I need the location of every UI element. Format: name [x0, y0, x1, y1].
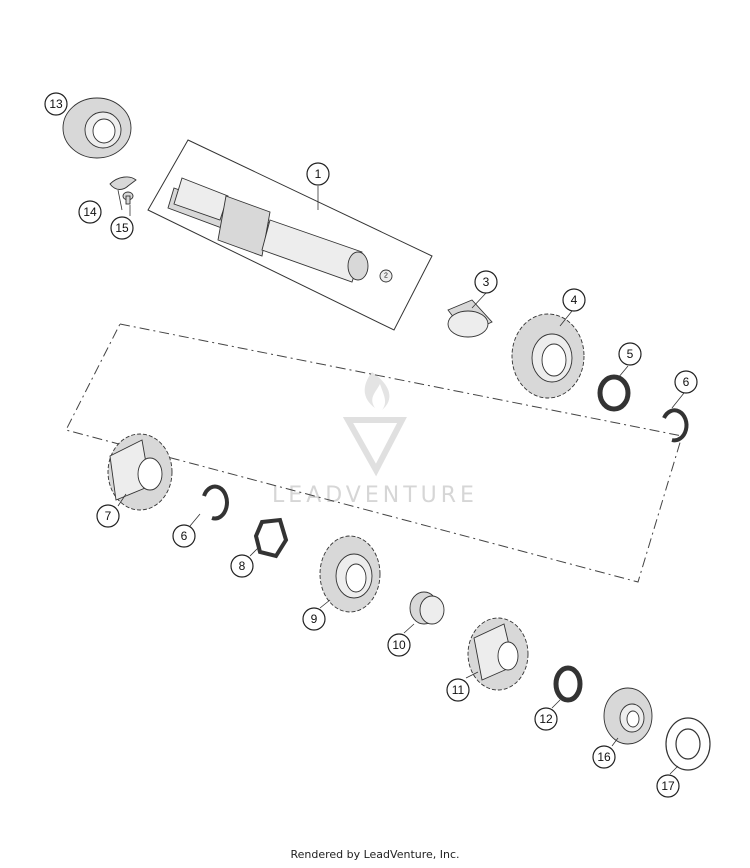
- callout-7-label: 7: [105, 509, 112, 523]
- callout-14[interactable]: 14: [78, 200, 102, 224]
- callout-12-label: 12: [539, 712, 553, 726]
- callout-4[interactable]: 4: [562, 288, 586, 312]
- circlip-part-6-top: [662, 408, 689, 443]
- callout-6-lower[interactable]: 6: [172, 524, 196, 548]
- callout-16[interactable]: 16: [592, 745, 616, 769]
- gear-part-9: [319, 535, 381, 613]
- callout-8[interactable]: 8: [230, 554, 254, 578]
- callout-9-label: 9: [311, 612, 318, 626]
- callout-4-label: 4: [571, 293, 578, 307]
- callout-16-label: 16: [597, 750, 611, 764]
- callout-1-label: 1: [315, 167, 322, 181]
- callout-1[interactable]: 1: [306, 162, 330, 186]
- callout-5[interactable]: 5: [618, 342, 642, 366]
- callout-2-label: 2: [384, 273, 388, 280]
- callout-3[interactable]: 3: [474, 270, 498, 294]
- callout-11-label: 11: [452, 683, 465, 697]
- needle-bearing-part-10: [409, 591, 445, 625]
- callout-7[interactable]: 7: [96, 504, 120, 528]
- shaft-frame: [147, 139, 433, 331]
- callout-2[interactable]: 2: [384, 273, 388, 280]
- callout-17[interactable]: 17: [656, 774, 680, 798]
- callout-17-label: 17: [661, 779, 675, 793]
- callout-10-label: 10: [392, 638, 406, 652]
- shim-part-17: [665, 717, 711, 771]
- washer-part-8: [253, 517, 289, 559]
- callout-5-label: 5: [627, 347, 634, 361]
- callout-15-label: 15: [115, 221, 129, 235]
- main-shaft-part-1: [167, 177, 393, 283]
- washer-part-12: [553, 665, 583, 703]
- watermark-text: LEADVENTURE: [272, 483, 478, 508]
- bearing-part-13: [62, 97, 132, 159]
- callout-6-top-label: 6: [683, 375, 690, 389]
- callout-13-label: 13: [49, 97, 63, 111]
- bushing-part-3: [447, 299, 493, 338]
- bearing-part-16: [603, 687, 653, 745]
- leader-lines: [117, 186, 685, 775]
- callout-13[interactable]: 13: [44, 92, 68, 116]
- callout-12[interactable]: 12: [534, 707, 558, 731]
- callout-15[interactable]: 15: [110, 216, 134, 240]
- callout-3-label: 3: [483, 275, 490, 289]
- callout-9[interactable]: 9: [302, 607, 326, 631]
- callout-14-label: 14: [83, 205, 97, 219]
- footer-credit: Rendered by LeadVenture, Inc.: [290, 848, 460, 861]
- lock-plate-part-14: [109, 176, 137, 190]
- callout-10[interactable]: 10: [387, 633, 411, 657]
- callout-11[interactable]: 11: [446, 678, 470, 702]
- callout-8-label: 8: [239, 559, 246, 573]
- watermark: LEADVENTURE: [272, 372, 478, 508]
- gear-part-7: [107, 433, 173, 511]
- washer-part-5: [597, 374, 631, 412]
- screw-part-15: [122, 191, 134, 205]
- gear-part-4: [511, 313, 585, 399]
- circlip-part-6-lower: [202, 484, 229, 521]
- callout-6-lower-label: 6: [181, 529, 188, 543]
- callout-6-top[interactable]: 6: [674, 370, 698, 394]
- assembly-outline: [65, 323, 683, 583]
- gear-part-11: [467, 617, 529, 691]
